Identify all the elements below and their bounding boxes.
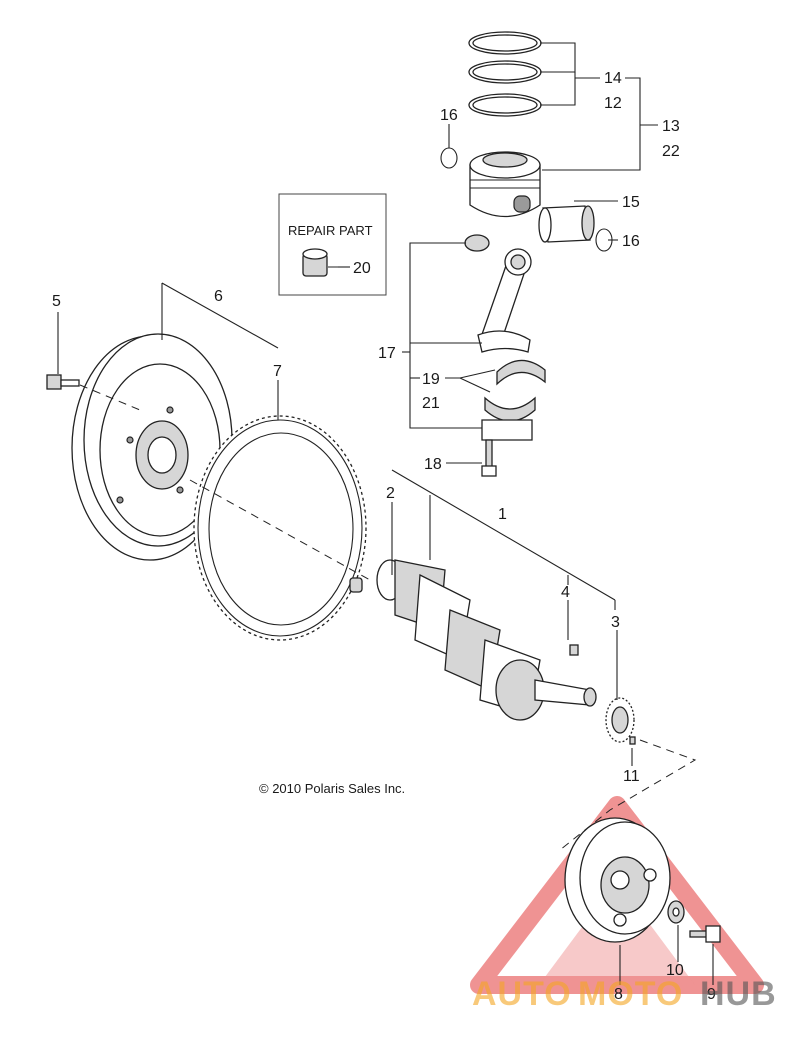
- wrist-pin: [538, 205, 595, 243]
- woodruff-key: [569, 644, 579, 656]
- piston-rings: [468, 31, 542, 117]
- repair-part-title: REPAIR PART: [288, 223, 373, 238]
- flywheel-bolt: [46, 374, 80, 390]
- watermark-auto: AUTO: [472, 975, 572, 1013]
- callout-8: 8: [614, 986, 623, 1003]
- circlip-left: [440, 147, 458, 169]
- callout-4: 4: [561, 584, 570, 601]
- callout-16-left: 16: [440, 107, 458, 124]
- callout-21: 21: [422, 395, 440, 412]
- callout-2: 2: [386, 485, 395, 502]
- callout-12: 12: [604, 95, 622, 112]
- watermark-moto: MOTO: [578, 975, 683, 1013]
- rod-bolt: [481, 439, 497, 477]
- callout-5: 5: [52, 293, 61, 310]
- leader-lines: [57, 42, 714, 985]
- callout-7: 7: [273, 363, 282, 380]
- callout-10: 10: [666, 962, 684, 979]
- key-11: [629, 736, 636, 745]
- callout-labels: 14 12 13 22 16 15 16 REPAIR PART 20 17 1…: [52, 70, 716, 1003]
- watermark-text: AUTO MOTO HUB: [472, 975, 777, 1013]
- callout-22: 22: [662, 143, 680, 160]
- damper-pulley: [564, 817, 671, 943]
- bearing-shells: [481, 359, 546, 441]
- timing-gear: [605, 697, 635, 743]
- washer: [667, 900, 685, 924]
- callout-11: 11: [623, 768, 640, 785]
- dowel-pin: [349, 577, 363, 593]
- callout-1: 1: [498, 506, 507, 523]
- callout-17: 17: [378, 345, 396, 362]
- flywheel: [71, 333, 233, 561]
- repair-part-box: [278, 193, 387, 296]
- watermark-hub: HUB: [700, 975, 777, 1013]
- callout-15: 15: [622, 194, 640, 211]
- callout-18: 18: [424, 456, 442, 473]
- copyright-text: © 2010 Polaris Sales Inc.: [259, 781, 405, 796]
- connecting-rod: [464, 234, 532, 353]
- callout-19: 19: [422, 371, 440, 388]
- callout-9: 9: [707, 986, 716, 1003]
- callout-14: 14: [604, 70, 622, 87]
- pulley-bolt: [689, 925, 721, 943]
- piston: [469, 151, 541, 218]
- callout-6: 6: [214, 288, 223, 305]
- center-lines: [79, 384, 697, 851]
- crankshaft: [376, 559, 597, 721]
- ring-gear: [193, 415, 367, 641]
- callout-13: 13: [662, 118, 680, 135]
- callout-20: 20: [353, 260, 371, 277]
- callout-16-right: 16: [622, 233, 640, 250]
- callout-3: 3: [611, 614, 620, 631]
